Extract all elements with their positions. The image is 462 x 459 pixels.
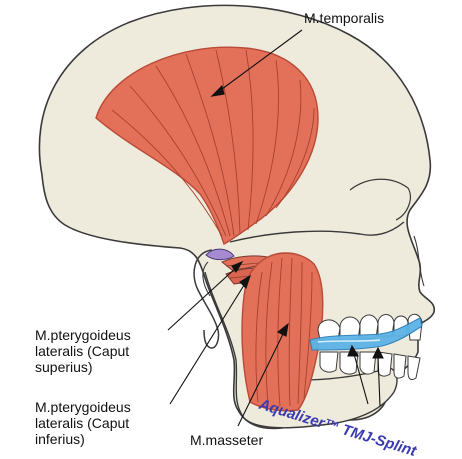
label-pterygoid-superior-line-2: lateralis (Caput [35,343,131,359]
label-pterygoid-superior-line-1: M.pterygoideus [35,327,131,343]
label-temporalis: M.temporalis [304,10,384,26]
label-pterygoid-inferior-line-1: M.pterygoideus [35,399,131,415]
label-pterygoid-superior-line-3: superius) [35,359,131,375]
label-masseter: M.masseter [190,432,263,448]
label-pterygoid-inferior-line-3: inferius) [35,431,131,447]
label-pterygoid-superior: M.pterygoideus lateralis (Caput superius… [35,327,131,375]
label-pterygoid-inferior-line-2: lateralis (Caput [35,415,131,431]
label-pterygoid-inferior: M.pterygoideus lateralis (Caput inferius… [35,399,131,447]
